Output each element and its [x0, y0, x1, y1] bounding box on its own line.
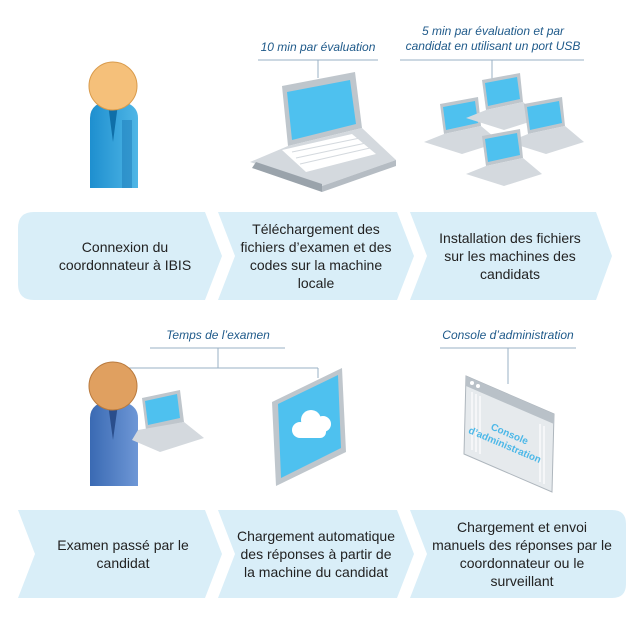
step-arrow-row1-2 — [218, 212, 414, 300]
candidate-person-icon — [88, 361, 138, 486]
coordinator-person-icon — [88, 61, 138, 188]
step-manual-upload: Chargement et envoi manuels des réponses… — [432, 519, 612, 589]
note-admin-console: Console d’administration — [442, 328, 574, 342]
step-arrow-row2-2 — [218, 510, 414, 598]
connector-lines — [112, 59, 584, 384]
step-arrow-row1-1 — [18, 212, 222, 300]
note-download-time: 10 min par évaluation — [260, 40, 376, 54]
multiple-laptops-icon — [424, 73, 584, 186]
step-coordinator-login: Connexion du coordonnateur à IBIS — [58, 239, 192, 273]
step-arrow-row2-1 — [18, 510, 222, 598]
note-install-time-line1: 5 min par évaluation et par — [421, 24, 565, 38]
cloud-icon — [292, 410, 331, 438]
note-install-time: 5 min par évaluation et par candidat en … — [395, 24, 591, 54]
step-arrow-row2-3 — [410, 510, 626, 598]
note-install-time-line2: candidat en utilisant un port USB — [405, 39, 581, 53]
note-exam-time: Temps de l’examen — [166, 328, 270, 342]
admin-console-icon — [463, 375, 555, 493]
cloud-screen-icon — [272, 368, 346, 486]
step-exam-taken: Examen passé par le candidat — [57, 537, 189, 571]
step-arrow-row1-3 — [410, 212, 612, 300]
step-install-files: Installation des fichiers sur les machin… — [439, 230, 581, 282]
step-download-files: Téléchargement des fichiers d’examen et … — [240, 221, 392, 291]
candidate-laptop-icon — [132, 390, 204, 452]
laptop-icon — [250, 72, 396, 192]
step-auto-upload: Chargement automatique des réponses à pa… — [237, 528, 395, 580]
